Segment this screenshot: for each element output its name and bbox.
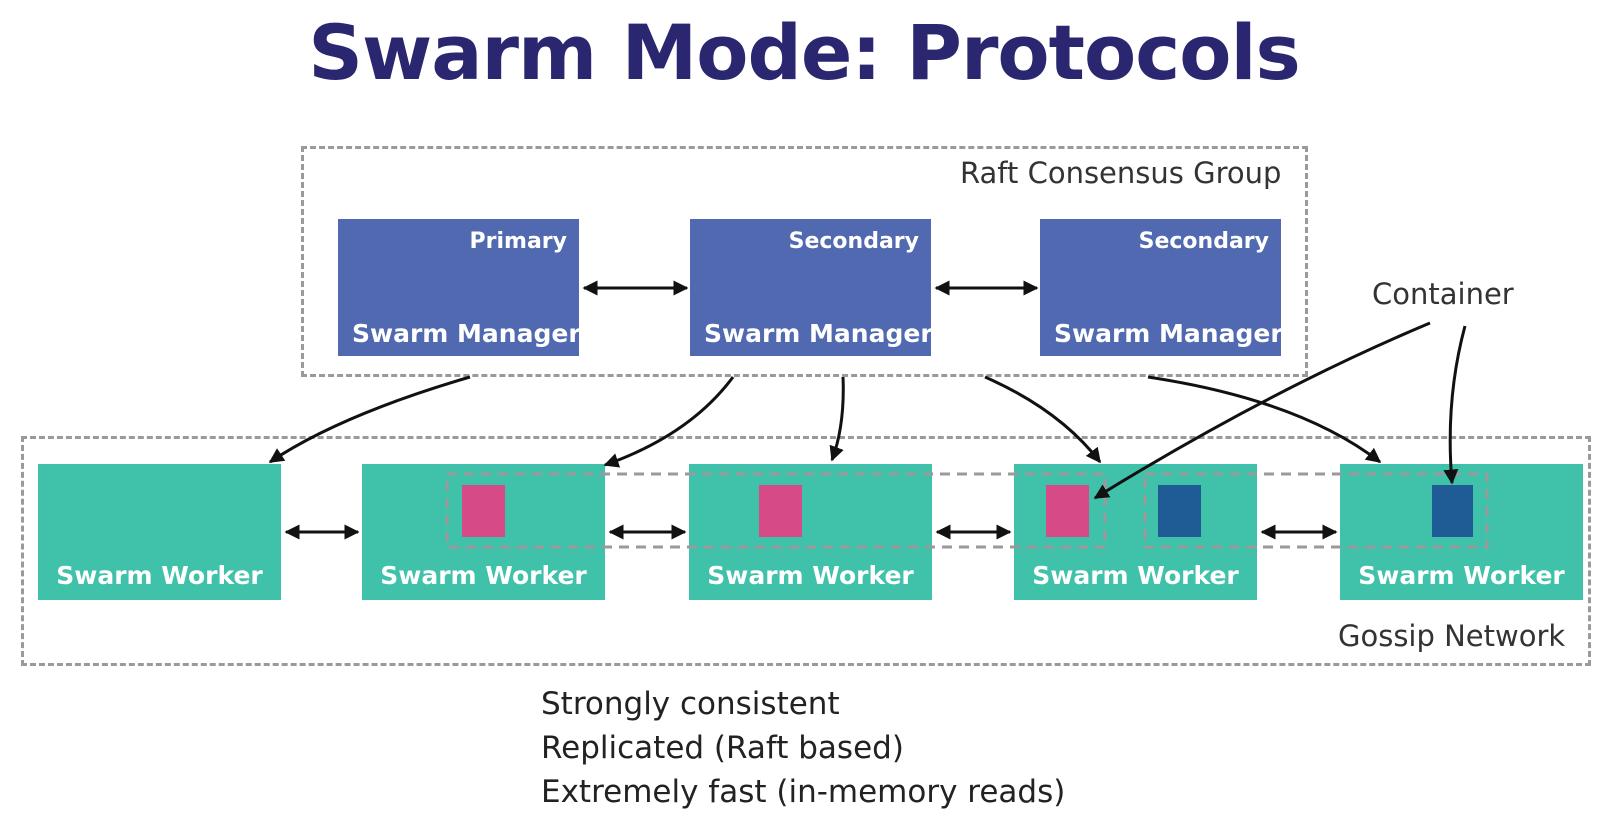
- worker-name-label: Swarm Worker: [707, 561, 914, 590]
- service-pink-overlay: [445, 472, 1107, 549]
- manager-role-label: Primary: [469, 229, 567, 254]
- properties-list: Strongly consistent Replicated (Raft bas…: [541, 682, 1065, 814]
- gossip-network-label: Gossip Network: [1338, 619, 1566, 653]
- worker-name-label: Swarm Worker: [1032, 561, 1239, 590]
- container-blue-2: [1432, 485, 1473, 537]
- manager-to-worker-arrow-3: [829, 376, 845, 462]
- worker-name-label: Swarm Worker: [1358, 561, 1565, 590]
- container-pink-2: [759, 485, 802, 537]
- manager-to-worker-arrow-2: [603, 376, 735, 468]
- container-pointer-arrow-1: [1093, 321, 1431, 500]
- swarm-manager-secondary-1: Secondary Swarm Manager: [690, 219, 933, 356]
- swarm-manager-primary: Primary Swarm Manager: [338, 219, 581, 356]
- container-pink-1: [462, 485, 505, 537]
- container-blue-1: [1158, 485, 1201, 537]
- worker-name-label: Swarm Worker: [56, 561, 263, 590]
- raft-consensus-group-label: Raft Consensus Group: [960, 156, 1282, 190]
- swarm-worker-1: Swarm Worker: [38, 464, 281, 600]
- manager-to-worker-arrow-1: [268, 375, 471, 464]
- manager-to-worker-arrow-4: [984, 375, 1102, 464]
- service-blue-overlay: [1143, 472, 1489, 549]
- slide-title: Swarm Mode: Protocols: [308, 8, 1301, 97]
- property-item: Extremely fast (in-memory reads): [541, 774, 1066, 810]
- manager-name-label: Swarm Manager: [352, 319, 581, 348]
- property-item: Strongly consistent: [541, 686, 840, 722]
- container-pointer-arrow-2: [1443, 325, 1467, 485]
- manager-name-label: Swarm Manager: [1054, 319, 1283, 348]
- raft-consensus-group-box: [301, 146, 1308, 377]
- manager-role-label: Secondary: [788, 229, 919, 254]
- property-item: Replicated (Raft based): [541, 730, 904, 766]
- manager-name-label: Swarm Manager: [704, 319, 933, 348]
- container-pink-3: [1046, 485, 1089, 537]
- manager-to-worker-arrow-5: [1147, 375, 1382, 464]
- container-label: Container: [1372, 277, 1514, 311]
- swarm-worker-3: Swarm Worker: [689, 464, 932, 600]
- swarm-manager-secondary-2: Secondary Swarm Manager: [1040, 219, 1283, 356]
- manager-role-label: Secondary: [1138, 229, 1269, 254]
- worker-name-label: Swarm Worker: [380, 561, 587, 590]
- gossip-network-box: [21, 436, 1591, 666]
